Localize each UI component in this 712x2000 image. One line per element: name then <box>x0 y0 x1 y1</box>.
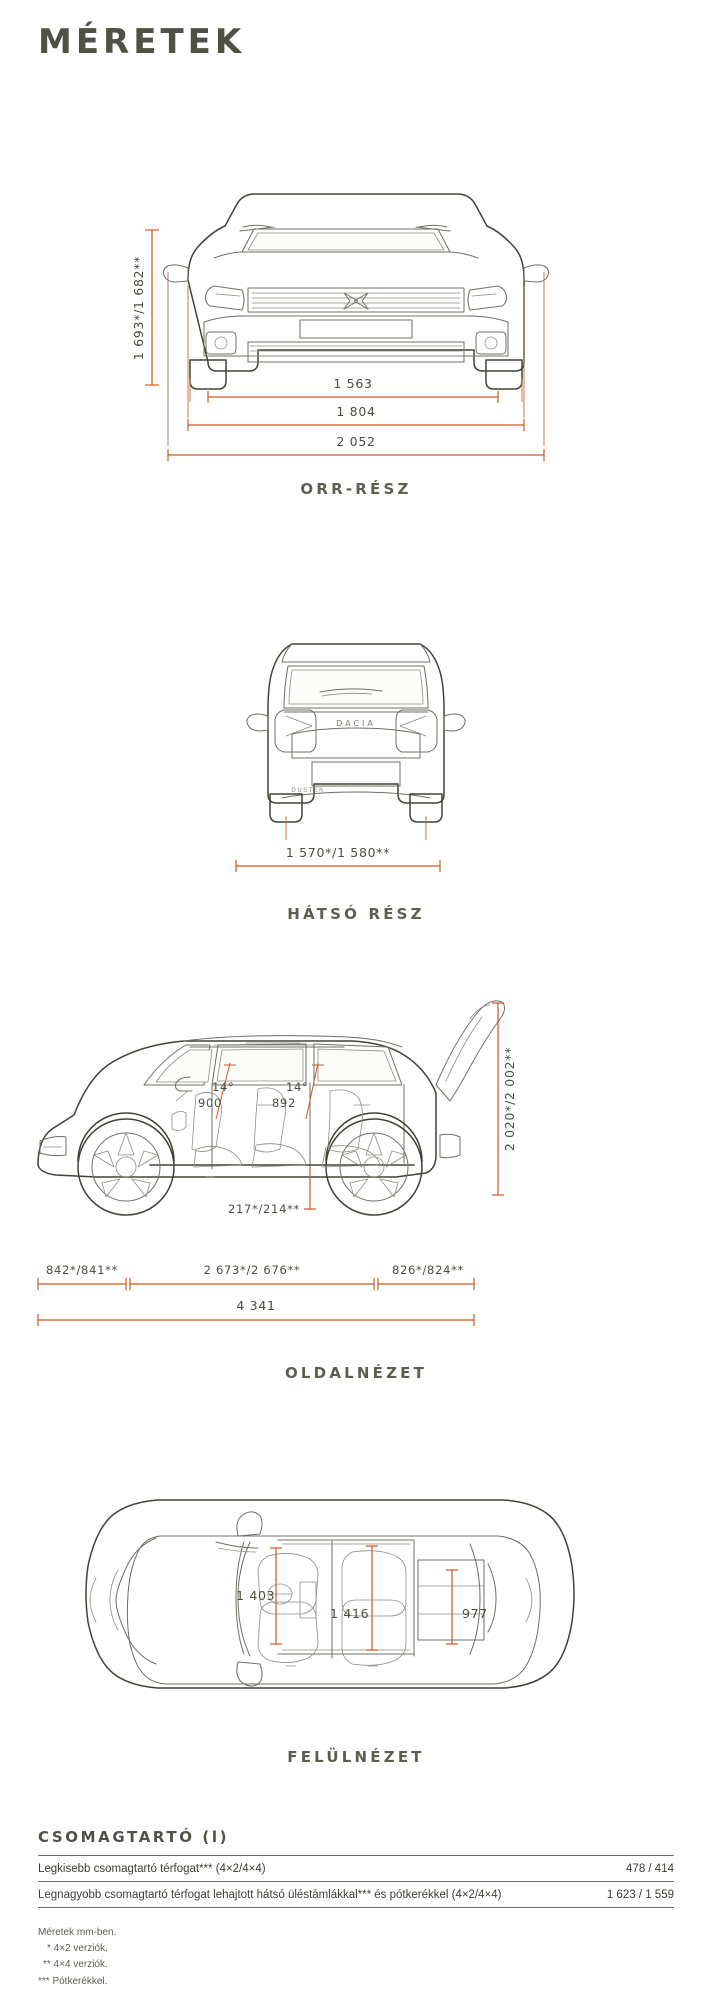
top-car-outline <box>85 1499 575 1689</box>
ground-clearance-dimension: 217*/214** <box>228 1167 316 1216</box>
rear-track-dimension: 1 570*/1 580** <box>0 840 712 882</box>
side-view-caption-wrap: OLDALNÉZET <box>0 1364 712 1382</box>
top-boot-width-value: 977 <box>462 1606 488 1621</box>
front-track-dimension: 1 563 <box>207 376 499 403</box>
tailgate-height-value: 2 020*/2 002** <box>502 1047 517 1151</box>
tailgate-height-dimension: 2 020*/2 002** <box>492 1002 517 1196</box>
front-mirror-width-dimension: 2 052 <box>167 434 545 461</box>
top-view-caption: FELÜLNÉZET <box>287 1748 425 1766</box>
rear-headroom-value: 892 <box>272 1096 296 1110</box>
top-rear-width-value: 1 416 <box>330 1606 369 1621</box>
total-length-value: 4 341 <box>236 1298 275 1313</box>
front-view-diagram: 1 693*/1 682** 1 563 <box>0 110 712 446</box>
front-width-dimensions: 1 804 2 052 <box>0 395 712 465</box>
side-view-caption: OLDALNÉZET <box>284 1364 428 1382</box>
rear-width-dimension-top: 1 416 <box>330 1545 378 1651</box>
rear-overhang-value: 826*/824** <box>392 1263 464 1277</box>
rear-badge-text: DACIA <box>336 719 376 728</box>
table-row: Legnagyobb csomagtartó térfogat lehajtot… <box>38 1881 674 1908</box>
footnote-triple-star: *** Pótkerékkel. <box>38 1975 108 1987</box>
boot-capacity-table: Legkisebb csomagtartó térfogat*** (4×2/4… <box>38 1855 674 1908</box>
front-car-outline <box>163 193 549 390</box>
footnote-double-star: ** 4×4 verziók. <box>43 1959 108 1971</box>
front-headroom-value: 900 <box>198 1096 222 1110</box>
front-headroom-marker: 14° 900 <box>198 1062 236 1120</box>
rear-wheel <box>325 1112 423 1216</box>
side-length-dimensions: 842*/841** 2 673*/2 676** 826*/824** 4 3… <box>0 1248 712 1344</box>
front-angle-value: 14° <box>212 1080 234 1094</box>
top-front-width-value: 1 403 <box>236 1588 275 1603</box>
front-height-dimension: 1 693*/1 682** <box>131 229 159 386</box>
front-height-value: 1 693*/1 682** <box>131 256 146 360</box>
top-interior-seats <box>257 1550 407 1666</box>
front-body-width-dimension: 1 804 <box>187 404 525 431</box>
total-length-dimension: 4 341 <box>37 1298 475 1326</box>
rear-view-caption-wrap: HÁTSÓ RÉSZ <box>0 905 712 923</box>
rear-overhang-dimension: 826*/824** <box>377 1263 475 1290</box>
rear-view-diagram: DACIA DUSTER <box>0 570 712 850</box>
rear-angle-value: 14° <box>286 1080 308 1094</box>
rear-track-value: 1 570*/1 580** <box>286 845 390 860</box>
wheelbase-dimension: 2 673*/2 676** <box>129 1263 375 1290</box>
boot-row-value: 478 / 414 <box>579 1855 674 1882</box>
front-view-caption: ORR-RÉSZ <box>300 480 412 498</box>
ground-clearance-value: 217*/214** <box>228 1202 300 1216</box>
footnote-units: Méretek mm-ben. <box>38 1927 117 1938</box>
top-view-diagram: 1 403 1 416 977 <box>0 1418 712 1718</box>
interior-seats <box>171 1087 381 1168</box>
footnotes: Méretek mm-ben. * 4×2 verziók. ** 4×4 ve… <box>38 1925 674 1990</box>
side-view-diagram: 14° 900 14° 892 2 020*/2 002** 217*/214*… <box>0 955 712 1255</box>
boot-row-label: Legnagyobb csomagtartó térfogat lehajtot… <box>38 1881 580 1908</box>
boot-row-value: 1 623 / 1 559 <box>579 1881 674 1908</box>
boot-width-dimension-top: 977 <box>446 1569 488 1645</box>
front-body-width-value: 1 804 <box>336 404 375 419</box>
rear-model-text: DUSTER <box>291 787 324 794</box>
front-track-value: 1 563 <box>333 376 372 391</box>
rear-car-outline: DACIA DUSTER <box>246 643 466 823</box>
page-title: MÉRETEK <box>38 22 246 62</box>
side-car-outline <box>37 1000 505 1216</box>
boot-row-label: Legkisebb csomagtartó térfogat*** (4×2/4… <box>38 1855 580 1882</box>
rear-headroom-marker: 14° 892 <box>272 1062 324 1120</box>
boot-section-title: CSOMAGTARTÓ (l) <box>38 1828 230 1846</box>
front-overhang-value: 842*/841** <box>46 1263 118 1277</box>
boot-capacity-section: CSOMAGTARTÓ (l) Legkisebb csomagtartó té… <box>38 1828 674 1990</box>
rear-view-caption: HÁTSÓ RÉSZ <box>287 905 425 923</box>
front-mirror-width-value: 2 052 <box>336 434 375 449</box>
footnote-single-star: * 4×2 verziók. <box>47 1943 108 1955</box>
front-width-dimension-top: 1 403 <box>236 1547 282 1645</box>
table-row: Legkisebb csomagtartó térfogat*** (4×2/4… <box>38 1855 674 1882</box>
front-wheel <box>77 1112 175 1216</box>
front-view-caption-wrap: ORR-RÉSZ <box>0 480 712 498</box>
wheelbase-value: 2 673*/2 676** <box>204 1263 301 1277</box>
front-overhang-dimension: 842*/841** <box>37 1263 127 1290</box>
boot-table-body: Legkisebb csomagtartó térfogat*** (4×2/4… <box>38 1855 674 1908</box>
top-view-caption-wrap: FELÜLNÉZET <box>0 1748 712 1766</box>
